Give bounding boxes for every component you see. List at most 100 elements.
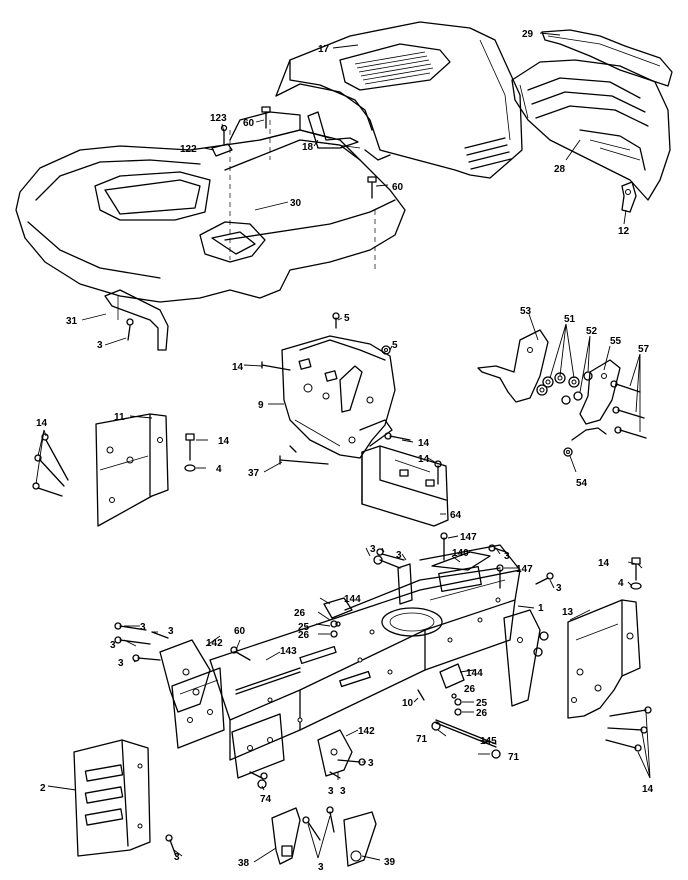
callout-14e: 14 bbox=[418, 454, 430, 465]
callout-52: 52 bbox=[586, 326, 598, 337]
bracket-part-144b bbox=[439, 663, 465, 689]
pin-part-10 bbox=[417, 689, 425, 701]
frame-bracket-right bbox=[373, 555, 413, 605]
bolts-part-14-bottom bbox=[605, 706, 652, 752]
axle-bracket-part-142b bbox=[317, 729, 353, 777]
hood-part-17 bbox=[275, 21, 523, 179]
callout-144b: 144 bbox=[466, 668, 483, 679]
washer-part-4-right bbox=[630, 582, 642, 590]
callout-74: 74 bbox=[260, 794, 272, 805]
callout-3j: 3 bbox=[328, 786, 334, 797]
callout-31: 31 bbox=[66, 316, 78, 327]
spacer-part-51 bbox=[536, 372, 580, 396]
callout-9: 9 bbox=[258, 400, 264, 411]
callout-64: 64 bbox=[450, 510, 462, 521]
nut-part-5b bbox=[381, 345, 391, 355]
callout-123: 123 bbox=[210, 113, 227, 124]
bolts-part-3-hooks bbox=[302, 806, 335, 841]
callout-147b: 147 bbox=[516, 564, 533, 575]
callout-26c: 26 bbox=[464, 684, 476, 695]
hood-side-vents bbox=[464, 137, 512, 170]
callout-26d: 26 bbox=[476, 708, 488, 719]
rod-part-145 bbox=[435, 719, 497, 748]
hook-part-39 bbox=[343, 811, 377, 867]
washer-part-52 bbox=[561, 371, 593, 405]
screw-part-60a bbox=[261, 106, 271, 129]
stud-part-147a bbox=[440, 532, 448, 561]
callout-3i: 3 bbox=[368, 758, 374, 769]
callout-28: 28 bbox=[554, 164, 566, 175]
callout-122: 122 bbox=[180, 144, 197, 155]
leader-lines bbox=[35, 32, 651, 863]
callout-57: 57 bbox=[638, 344, 650, 355]
callout-3b: 3 bbox=[370, 544, 376, 555]
callout-1: 1 bbox=[538, 603, 544, 614]
callout-3g: 3 bbox=[110, 640, 116, 651]
washer-part-4-left bbox=[184, 464, 196, 472]
grille-housing-part-28 bbox=[511, 59, 671, 201]
callout-14g: 14 bbox=[642, 784, 654, 795]
callout-25a: 25 bbox=[298, 622, 310, 633]
callout-14c: 14 bbox=[218, 436, 230, 447]
hood-bracket-part-18 bbox=[307, 111, 359, 149]
hood-grille bbox=[354, 51, 434, 85]
bolt-part-14-dash bbox=[261, 361, 291, 371]
dash-panel-part-9 bbox=[281, 335, 396, 459]
callout-71b: 71 bbox=[508, 752, 520, 763]
bracket-part-53 bbox=[477, 329, 549, 403]
callout-3n: 3 bbox=[396, 550, 402, 561]
callout-3d: 3 bbox=[556, 583, 562, 594]
clip-part-12 bbox=[621, 181, 637, 213]
callout-4b: 4 bbox=[618, 578, 624, 589]
callout-25b: 25 bbox=[476, 698, 488, 709]
hook-part-38 bbox=[271, 807, 301, 865]
callout-38: 38 bbox=[238, 858, 250, 869]
callout-3c: 3 bbox=[504, 551, 510, 562]
rod-part-143 bbox=[235, 667, 301, 695]
bolt-part-3-plate bbox=[165, 834, 177, 857]
bolt-part-3-front bbox=[126, 318, 134, 341]
washer-part-54 bbox=[563, 427, 607, 457]
axle-plate-center bbox=[231, 713, 285, 779]
main-frame-part-1 bbox=[209, 544, 521, 761]
callout-26b: 26 bbox=[298, 630, 310, 641]
callout-10: 10 bbox=[402, 698, 414, 709]
callout-29: 29 bbox=[522, 29, 534, 40]
callout-54: 54 bbox=[576, 478, 588, 489]
fender-screw-part-123 bbox=[220, 124, 228, 145]
callout-3k: 3 bbox=[340, 786, 346, 797]
callout-37: 37 bbox=[248, 468, 260, 479]
bracket-part-31 bbox=[104, 289, 169, 351]
bracket-part-55 bbox=[579, 359, 621, 425]
callout-145: 145 bbox=[480, 736, 497, 747]
axle-bracket-part-142a bbox=[159, 639, 211, 713]
screw-part-5a bbox=[332, 312, 340, 329]
bolt-part-14-tray bbox=[434, 460, 442, 485]
callout-55: 55 bbox=[610, 336, 622, 347]
callout-140: 140 bbox=[452, 548, 469, 559]
bolt-part-14-right bbox=[631, 557, 641, 581]
callout-30: 30 bbox=[290, 198, 302, 209]
callout-labels: 1 2 3 3 3 3 3 3 3 3 3 3 3 3 3 3 4 4 5 5 … bbox=[36, 29, 654, 873]
bolt-part-14-panel bbox=[185, 433, 195, 461]
callout-3l: 3 bbox=[174, 852, 180, 863]
washer-part-74 bbox=[257, 779, 267, 789]
bolt-part-37 bbox=[279, 445, 329, 465]
callout-51: 51 bbox=[564, 314, 576, 325]
callout-60a: 60 bbox=[243, 118, 255, 129]
bolt-part-14-dash2 bbox=[384, 432, 411, 441]
callout-5b: 5 bbox=[392, 340, 398, 351]
callout-53: 53 bbox=[520, 306, 532, 317]
battery-tray-part-64 bbox=[361, 445, 449, 527]
bolts-part-14-left bbox=[32, 433, 69, 497]
callout-3f: 3 bbox=[168, 626, 174, 637]
callout-17: 17 bbox=[318, 44, 330, 55]
callout-26a: 26 bbox=[294, 608, 306, 619]
callout-13: 13 bbox=[562, 607, 574, 618]
nut-part-71 bbox=[431, 721, 501, 759]
callout-60b: 60 bbox=[392, 182, 404, 193]
nut-part-25 bbox=[335, 621, 457, 699]
callout-144a: 144 bbox=[344, 594, 361, 605]
washer-part-26 bbox=[330, 620, 462, 716]
callout-147a: 147 bbox=[460, 532, 477, 543]
